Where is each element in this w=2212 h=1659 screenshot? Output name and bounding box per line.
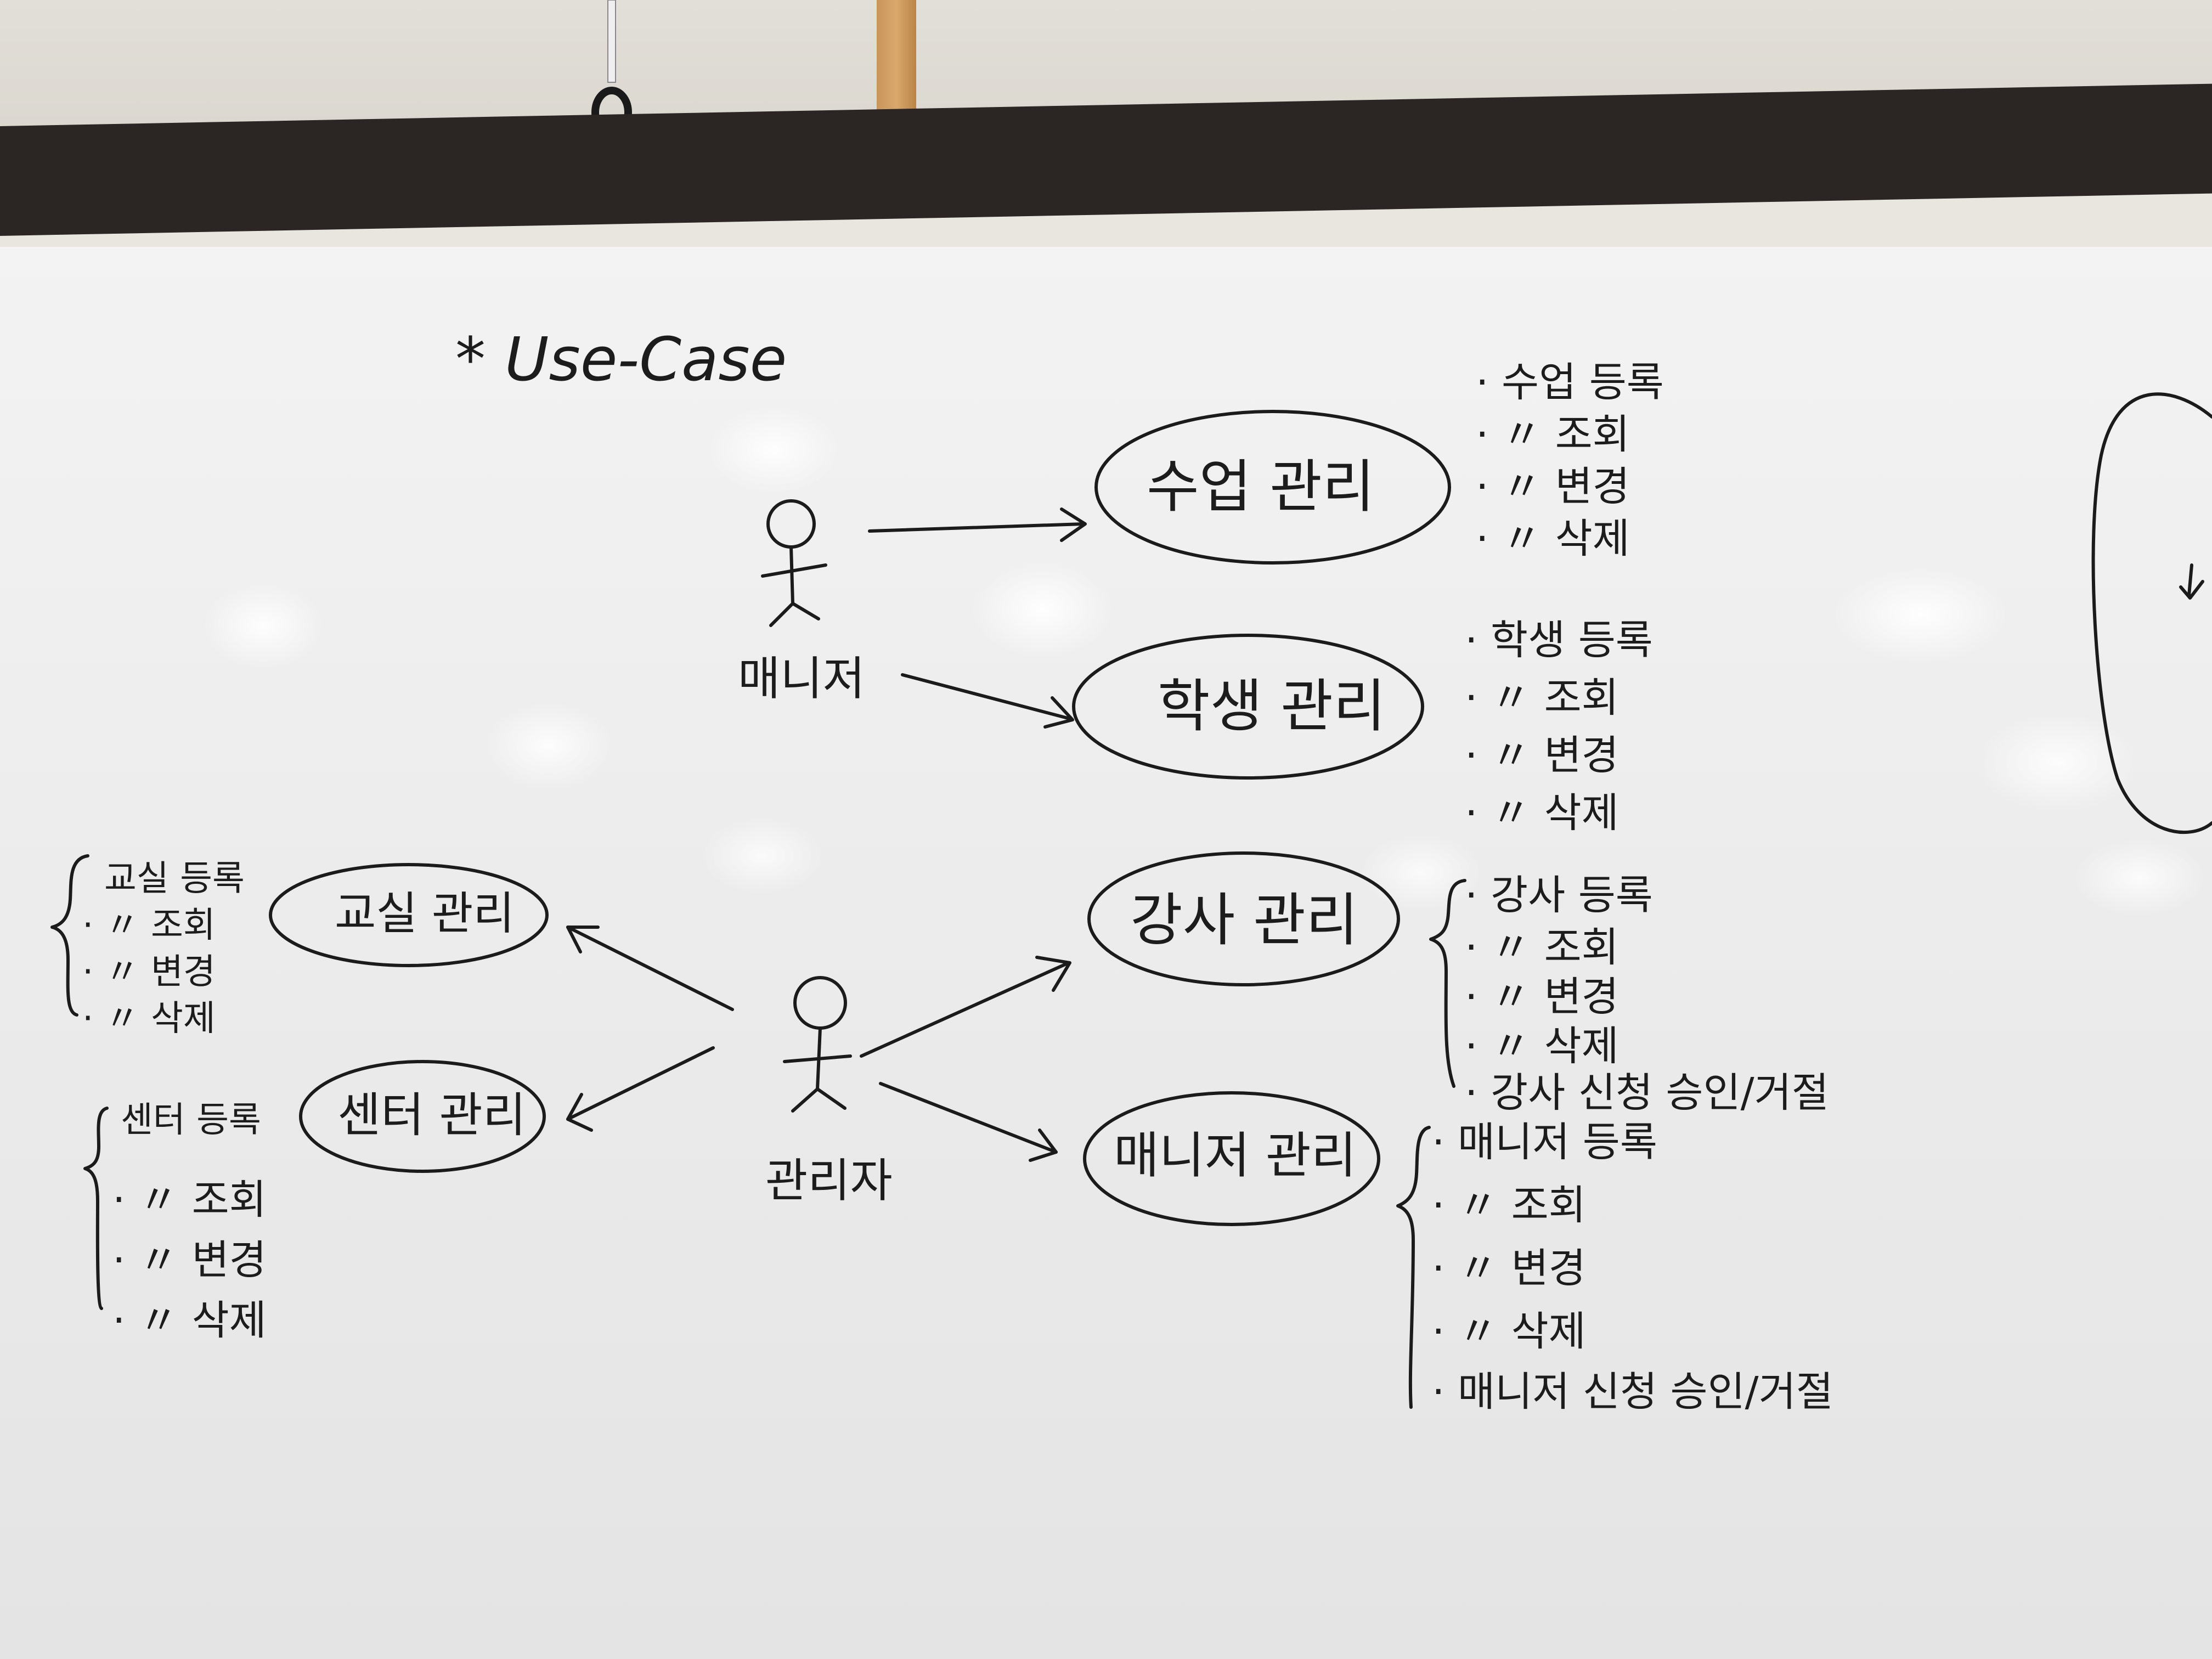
note-center-item-2: · 〃 조회 [112, 1176, 267, 1223]
arrow-admin-to-classroom [566, 926, 734, 1011]
note-center-item-3: · 〃 변경 [112, 1237, 267, 1284]
arrow-manager-to-student [901, 673, 1074, 729]
note-manager-item-3: · 〃 변경 [1432, 1245, 1586, 1292]
note-center-item-4: · 〃 삭제 [112, 1297, 267, 1344]
note-classroom-item-2: · 〃 조회 [82, 905, 216, 946]
note-manager-item-5: · 매니저 신청 승인/거절 [1432, 1368, 1833, 1415]
use-case-ellipse-student [1072, 634, 1424, 780]
use-case-label-classroom: 교실 관리 [335, 888, 515, 940]
use-case-label-instructor: 강사 관리 [1130, 887, 1358, 953]
arrow-manager-to-class [868, 507, 1087, 542]
actor-label-manager: 매니저 [738, 652, 865, 706]
note-classroom-item-1: 교실 등록 [104, 859, 245, 899]
use-case-label-student: 학생 관리 [1158, 673, 1386, 740]
use-case-ellipse-instructor [1087, 851, 1400, 986]
actor-label-admin: 관리자 [765, 1154, 893, 1207]
use-case-label-class: 수업 관리 [1147, 453, 1375, 520]
note-instructor-item-5: · 강사 신청 승인/거절 [1465, 1069, 1829, 1116]
note-student-item-1: · 학생 등록 [1465, 617, 1653, 664]
partial-oval-right-edge [2091, 392, 2212, 834]
arrow-admin-to-manager-mgmt [879, 1082, 1058, 1162]
manager-stick-figure [761, 499, 827, 627]
note-instructor-item-4: · 〃 삭제 [1465, 1023, 1619, 1070]
note-manager-item-4: · 〃 삭제 [1432, 1308, 1586, 1355]
note-student-item-2: · 〃 조회 [1465, 674, 1619, 721]
note-manager-item-1: · 매니저 등록 [1432, 1119, 1657, 1166]
note-class-item-4: · 〃 삭제 [1476, 515, 1630, 562]
partial-arrow-right-edge [2179, 563, 2204, 600]
note-classroom-item-4: · 〃 삭제 [82, 998, 216, 1039]
note-instructor-item-3: · 〃 변경 [1465, 973, 1619, 1020]
brace-center-list [83, 1107, 109, 1310]
use-case-ellipse-manager [1083, 1091, 1380, 1226]
note-center-item-1: 센터 등록 [121, 1100, 261, 1141]
use-case-label-manager: 매니저 관리 [1114, 1127, 1357, 1184]
note-instructor-item-2: · 〃 조회 [1465, 924, 1619, 971]
note-manager-item-2: · 〃 조회 [1432, 1182, 1586, 1229]
use-case-ellipse-class [1094, 410, 1451, 565]
note-classroom-item-3: · 〃 변경 [82, 952, 216, 992]
note-student-item-3: · 〃 변경 [1465, 732, 1619, 779]
arrow-admin-to-center [566, 1046, 715, 1132]
note-class-item-3: · 〃 변경 [1476, 463, 1630, 510]
arrow-admin-to-instructor [860, 956, 1071, 1058]
brace-manager-list [1396, 1126, 1431, 1409]
brace-classroom-list [50, 854, 89, 1017]
diagram-title: * Use-Case [455, 324, 787, 394]
admin-stick-figure [783, 976, 852, 1113]
note-class-item-1: · 수업 등록 [1476, 359, 1664, 406]
note-instructor-item-1: · 강사 등록 [1465, 872, 1653, 919]
use-case-ellipse-center [299, 1060, 546, 1173]
use-case-ellipse-classroom [269, 863, 549, 967]
whiteboard [0, 247, 2212, 1659]
brace-instructor-list [1429, 879, 1466, 1088]
note-student-item-4: · 〃 삭제 [1465, 789, 1619, 837]
note-class-item-2: · 〃 조회 [1476, 411, 1630, 458]
use-case-label-center: 센터 관리 [337, 1088, 526, 1143]
